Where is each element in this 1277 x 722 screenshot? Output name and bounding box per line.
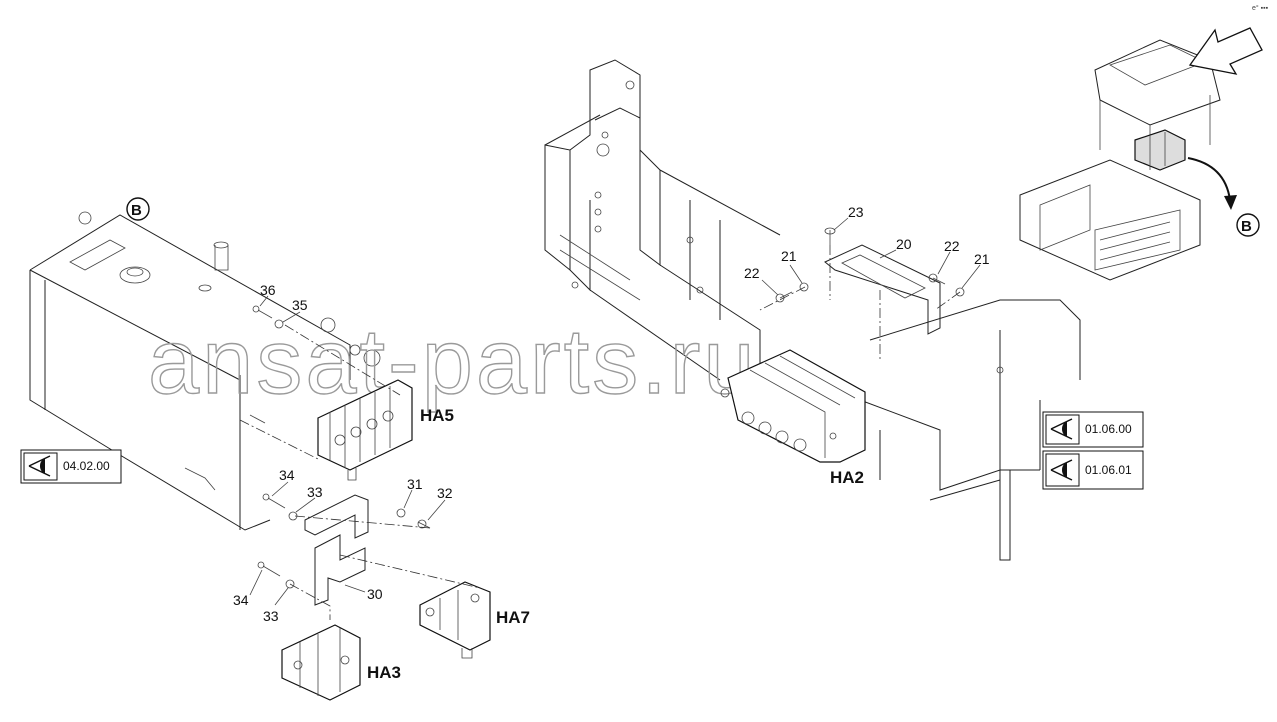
callout-21: 21: [781, 248, 797, 264]
callout-21b: 21: [974, 251, 990, 267]
circle-ref-b-right: B: [1236, 213, 1260, 237]
machine-frame: [544, 59, 1081, 561]
leader-lines: [249, 217, 981, 606]
valve-block-ha5: [317, 379, 413, 481]
direction-arrow-icon: [1188, 27, 1263, 75]
callout-35: 35: [292, 297, 308, 313]
callout-20: 20: [896, 236, 912, 252]
pointer-arrow-icon: [1187, 157, 1237, 210]
view-ref-04-02-00[interactable]: 04.02.00: [20, 449, 122, 484]
valve-block-ha3: [281, 624, 361, 701]
assembly-label-ha3: HA3: [367, 663, 401, 682]
assembly-label-ha2: HA2: [830, 468, 864, 487]
callout-33b: 33: [263, 608, 279, 624]
svg-text:01.06.00: 01.06.00: [1085, 422, 1132, 436]
callout-33: 33: [307, 484, 323, 500]
hydraulic-tank: [29, 211, 381, 531]
callout-23: 23: [848, 204, 864, 220]
assembly-label-ha5: HA5: [420, 406, 454, 425]
watermark: ansat-parts.ru: [148, 311, 758, 413]
valve-block-ha7: [419, 581, 491, 659]
callout-30: 30: [367, 586, 383, 602]
assembly-lines: [239, 245, 961, 620]
svg-text:B: B: [131, 202, 142, 219]
circle-ref-b-left: B: [126, 197, 150, 221]
eye-view-icon: [1050, 418, 1073, 440]
callout-22b: 22: [944, 238, 960, 254]
svg-text:01.06.01: 01.06.01: [1085, 463, 1132, 477]
svg-text:B: B: [1241, 218, 1252, 235]
callout-31: 31: [407, 476, 423, 492]
corner-mark: e° ▪▪▪: [1252, 4, 1269, 12]
mounting-bracket: [304, 494, 369, 606]
fasteners: [252, 227, 965, 589]
svg-text:04.02.00: 04.02.00: [63, 459, 110, 473]
callout-34: 34: [279, 467, 295, 483]
view-ref-01-06-01[interactable]: 01.06.01: [1042, 450, 1144, 490]
support-plate-20: [824, 244, 941, 335]
machine-overview: [1019, 39, 1221, 281]
eye-view-icon: [1050, 459, 1073, 481]
callout-22: 22: [744, 265, 760, 281]
assembly-label-ha7: HA7: [496, 608, 530, 627]
callout-34b: 34: [233, 592, 249, 608]
callout-36: 36: [260, 282, 276, 298]
eye-view-icon: [28, 455, 51, 477]
valve-block-ha2: [720, 349, 866, 463]
callout-32: 32: [437, 485, 453, 501]
view-ref-01-06-00[interactable]: 01.06.00: [1042, 411, 1144, 448]
